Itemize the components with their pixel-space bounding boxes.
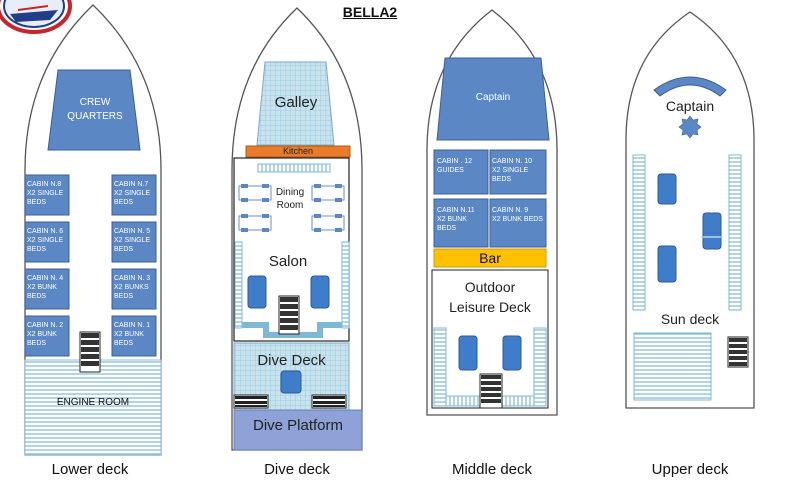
helm-star-icon [678,115,702,139]
leisure-deck-label: Outdoor Leisure Deck [449,279,531,315]
crew-quarters-label: CREW QUARTERS [67,97,123,122]
upper-deck-hull [625,11,755,409]
dive-deck-label: Dive Deck [257,352,326,369]
stairs-icon [79,331,101,373]
middle-deck-hull [426,9,558,416]
salon-label: Salon [268,253,308,270]
dive-platform-label: Dive Platform [252,417,344,434]
dive-deck-hull [231,7,363,451]
middle-captain-label: Captain [475,92,511,103]
page-title: BELLA2 [342,4,398,20]
stairs-icon [479,373,503,409]
dive-deck-name: Dive deck [264,461,330,478]
stairs-icon [278,295,300,335]
sun-deck-label: Sun deck [660,311,720,327]
stairs-icon [727,336,749,368]
galley-label: Galley [274,94,318,111]
upper-captain-label: Captain [665,98,715,114]
bar-label: Bar [479,250,501,266]
dining-room-label: Dining Room [275,187,305,211]
kitchen-label: Kitchen [282,146,314,156]
middle-deck-name: Middle deck [451,461,533,478]
boat-logo-icon [0,0,72,34]
upper-deck-name: Upper deck [651,461,729,478]
lower-deck-name: Lower deck [51,461,129,478]
engine-room-label: ENGINE ROOM [56,397,130,408]
lower-deck-hull [24,4,162,456]
